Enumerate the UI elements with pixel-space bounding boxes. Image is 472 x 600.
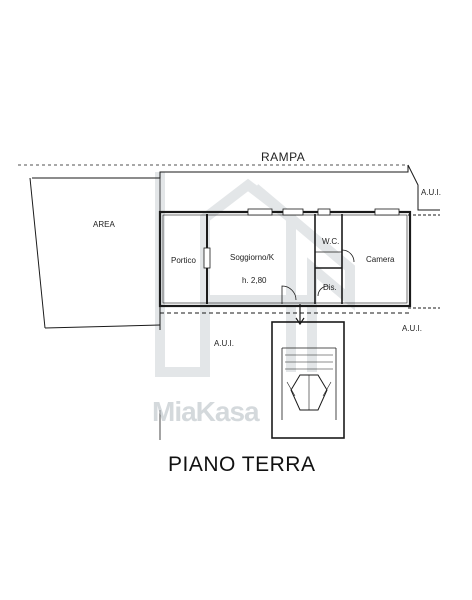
aui-label-center: A.U.I.	[214, 339, 235, 348]
room-portico-label: Portico	[171, 256, 196, 265]
aui-label-top-right: A.U.I.	[421, 188, 442, 197]
room-camera-label: Camera	[366, 255, 395, 264]
windows	[203, 208, 400, 269]
rampa-boundary	[18, 164, 409, 179]
right-boundary	[407, 164, 440, 309]
room-height-label: h. 2,80	[242, 276, 267, 285]
floor-title: PIANO TERRA	[168, 453, 316, 476]
room-soggiorno-label: Soggiorno/K	[230, 253, 275, 262]
watermark-house-icon	[155, 172, 355, 377]
entrance-arrow-icon	[295, 304, 305, 326]
aui-label-right: A.U.I.	[402, 324, 423, 333]
area-boundary	[29, 177, 161, 329]
room-wc-label: W.C.	[322, 237, 340, 246]
area-label: AREA	[93, 220, 115, 229]
door-swings	[281, 249, 355, 304]
room-dis-label: Dis.	[323, 283, 337, 292]
stairwell	[271, 321, 345, 439]
watermark-logo: MiaKasa	[152, 396, 260, 427]
rampa-label: RAMPA	[261, 150, 306, 164]
